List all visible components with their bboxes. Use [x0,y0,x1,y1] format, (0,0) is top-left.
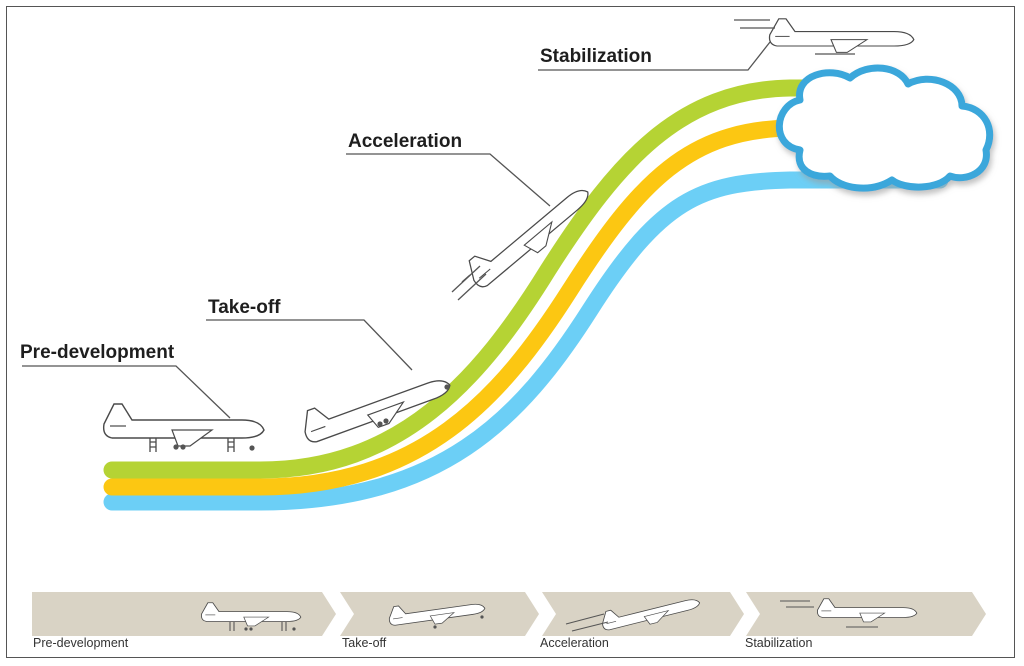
timeline-plane-stabilization [780,598,918,628]
timeline-label-pre-development: Pre-development [33,636,129,650]
timeline-arrow-pre-development [32,592,336,636]
timeline-plane-take-off [387,593,487,631]
stage-label-take-off: Take-off [208,297,281,318]
stage-label-pre-development: Pre-development [20,342,175,363]
timeline-plane-pre-development [200,602,302,631]
diagram-frame [6,6,1015,658]
plane-pre-development [102,403,265,452]
plane-acceleration [451,173,598,301]
curve-yellow [103,119,949,496]
curve-green [103,79,949,479]
stage-label-acceleration: Acceleration [348,131,462,152]
curve-blue [103,171,949,511]
stage-label-stabilization: Stabilization [540,46,652,67]
leader-lines [22,41,771,419]
plane-stabilization [734,18,915,55]
timeline-label-take-off: Take-off [342,636,387,650]
timeline-label-acceleration: Acceleration [540,636,609,650]
plane-take-off [297,361,456,453]
growth-curves [103,79,949,511]
timeline-label-stabilization: Stabilization [745,636,813,650]
timeline-plane-acceleration [565,588,703,636]
cloud-icon [775,64,994,192]
